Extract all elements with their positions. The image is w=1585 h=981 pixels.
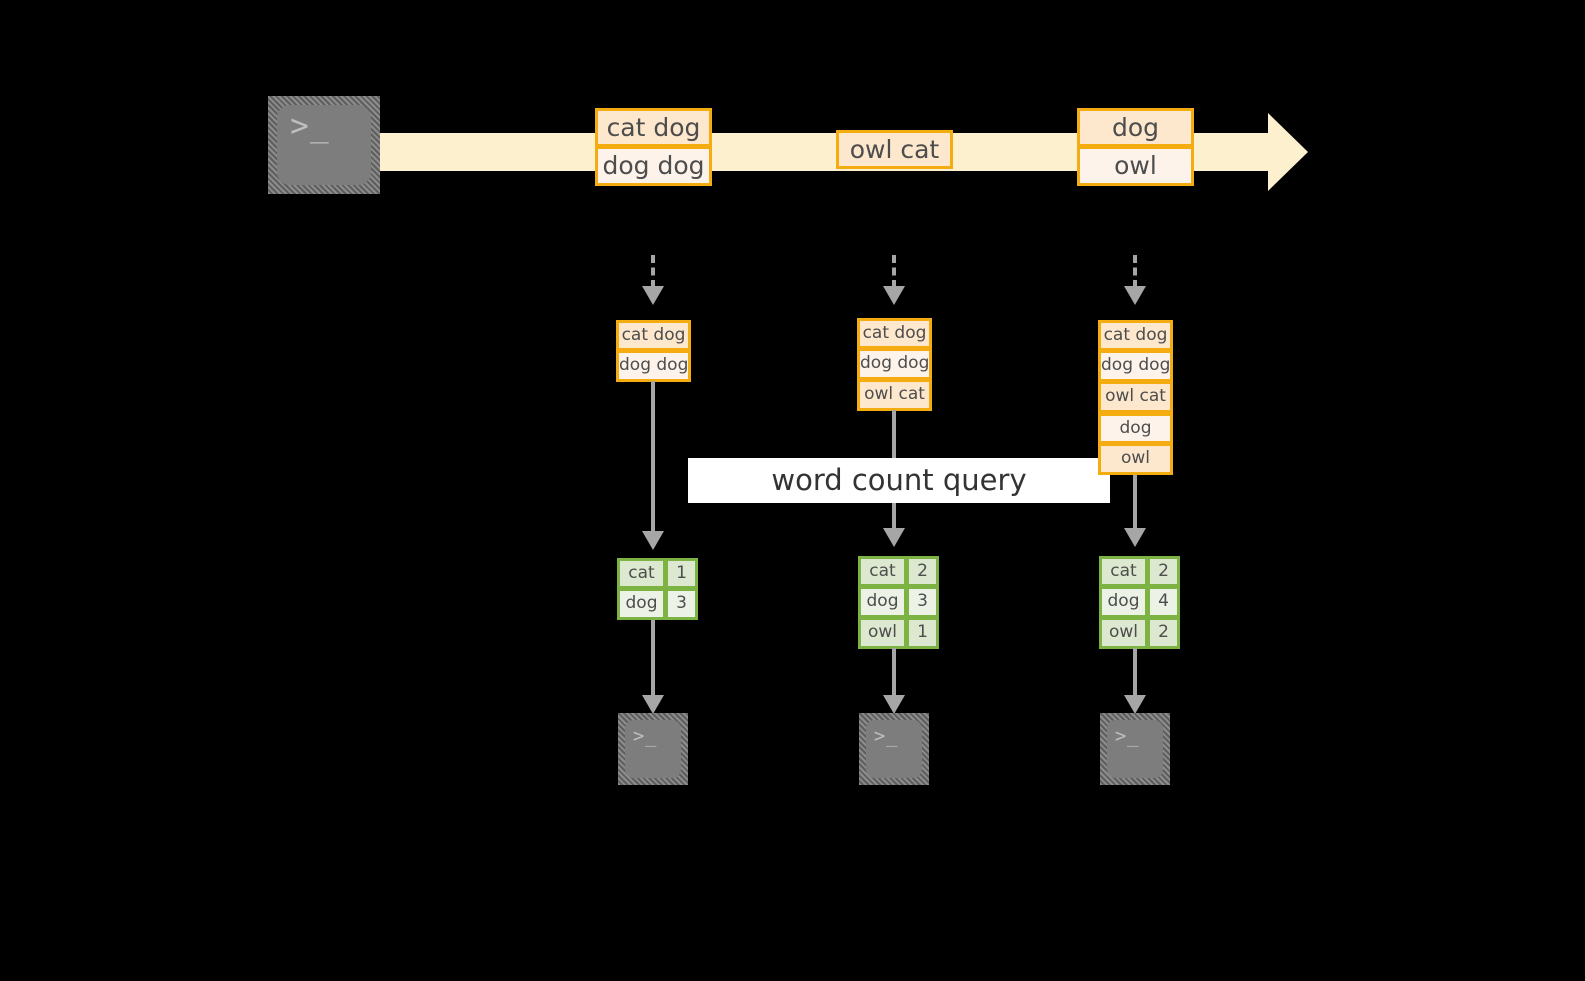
sink-connector-stem-1 bbox=[651, 620, 655, 697]
input-stack-3-overlay: dog owl bbox=[1098, 413, 1173, 475]
sink-terminal-icon-1: >_ bbox=[618, 713, 688, 785]
input-record: cat dog bbox=[857, 318, 932, 349]
terminal-screen: >_ bbox=[1107, 720, 1163, 778]
input-record: dog dog bbox=[1098, 351, 1173, 382]
tap-connector-head-3 bbox=[1124, 286, 1146, 305]
query-connector-head-3 bbox=[1124, 528, 1146, 547]
terminal-prompt-glyph: >_ bbox=[873, 724, 899, 747]
result-count: 2 bbox=[1148, 556, 1180, 587]
input-stack-1: cat dog dog dog bbox=[616, 320, 691, 382]
input-record: dog dog bbox=[857, 349, 932, 380]
result-word: dog bbox=[617, 589, 666, 620]
input-record: owl cat bbox=[1098, 382, 1173, 413]
table-row: dog 3 bbox=[617, 589, 698, 620]
table-row: dog 4 bbox=[1099, 587, 1180, 618]
input-record: owl bbox=[1098, 444, 1173, 475]
result-word: cat bbox=[617, 558, 666, 589]
stream-record: dog bbox=[1077, 108, 1194, 147]
table-row: owl 2 bbox=[1099, 618, 1180, 649]
sink-terminal-icon-3: >_ bbox=[1100, 713, 1170, 785]
result-count: 2 bbox=[907, 556, 939, 587]
result-count: 1 bbox=[907, 618, 939, 649]
result-table-3: cat 2 dog 4 owl 2 bbox=[1099, 556, 1180, 649]
result-count: 3 bbox=[666, 589, 698, 620]
query-banner: word count query bbox=[688, 458, 1110, 503]
result-count: 4 bbox=[1148, 587, 1180, 618]
input-record: owl cat bbox=[857, 380, 932, 411]
result-table-1: cat 1 dog 3 bbox=[617, 558, 698, 620]
result-word: cat bbox=[858, 556, 907, 587]
result-count: 1 bbox=[666, 558, 698, 589]
sink-connector-head-3 bbox=[1124, 695, 1146, 714]
input-stack-2: cat dog dog dog owl cat bbox=[857, 318, 932, 411]
table-row: dog 3 bbox=[858, 587, 939, 618]
input-record: cat dog bbox=[1098, 320, 1173, 351]
input-record: cat dog bbox=[616, 320, 691, 351]
result-word: dog bbox=[1099, 587, 1148, 618]
query-connector-stem-3 bbox=[1133, 472, 1137, 530]
sink-connector-head-1 bbox=[642, 695, 664, 714]
result-word: dog bbox=[858, 587, 907, 618]
stream-record: dog dog bbox=[595, 147, 712, 186]
tap-connector-stem-3 bbox=[1133, 255, 1137, 288]
query-banner-label: word count query bbox=[771, 463, 1027, 497]
sink-terminal-icon-2: >_ bbox=[859, 713, 929, 785]
table-row: cat 1 bbox=[617, 558, 698, 589]
result-word: owl bbox=[1099, 618, 1148, 649]
terminal-prompt-glyph: >_ bbox=[1114, 724, 1140, 747]
table-row: cat 2 bbox=[858, 556, 939, 587]
terminal-prompt-glyph: >_ bbox=[290, 108, 330, 145]
stream-group-3: dog owl bbox=[1077, 108, 1194, 186]
source-terminal-icon: >_ bbox=[268, 96, 380, 194]
result-count: 3 bbox=[907, 587, 939, 618]
stream-group-1: cat dog dog dog bbox=[595, 108, 712, 186]
query-connector-head-1 bbox=[642, 531, 664, 550]
input-record: dog dog bbox=[616, 351, 691, 382]
terminal-prompt-glyph: >_ bbox=[632, 724, 658, 747]
tap-connector-stem-1 bbox=[651, 255, 655, 288]
sink-connector-stem-3 bbox=[1133, 648, 1137, 697]
input-record: dog bbox=[1098, 413, 1173, 444]
terminal-screen: >_ bbox=[866, 720, 922, 778]
result-word: cat bbox=[1099, 556, 1148, 587]
tap-connector-head-1 bbox=[642, 286, 664, 305]
table-row: owl 1 bbox=[858, 618, 939, 649]
query-connector-head-2 bbox=[883, 528, 905, 547]
result-table-2: cat 2 dog 3 owl 1 bbox=[858, 556, 939, 649]
stream-group-2: owl cat bbox=[836, 130, 953, 169]
stream-arrowhead bbox=[1268, 113, 1308, 191]
terminal-screen: >_ bbox=[625, 720, 681, 778]
tap-connector-stem-2 bbox=[892, 255, 896, 288]
stream-record: owl cat bbox=[836, 130, 953, 169]
sink-connector-head-2 bbox=[883, 695, 905, 714]
table-row: cat 2 bbox=[1099, 556, 1180, 587]
stream-record: owl bbox=[1077, 147, 1194, 186]
stream-record: cat dog bbox=[595, 108, 712, 147]
result-count: 2 bbox=[1148, 618, 1180, 649]
terminal-screen: >_ bbox=[277, 105, 371, 185]
result-word: owl bbox=[858, 618, 907, 649]
sink-connector-stem-2 bbox=[892, 648, 896, 697]
query-connector-stem-1 bbox=[651, 381, 655, 533]
tap-connector-head-2 bbox=[883, 286, 905, 305]
